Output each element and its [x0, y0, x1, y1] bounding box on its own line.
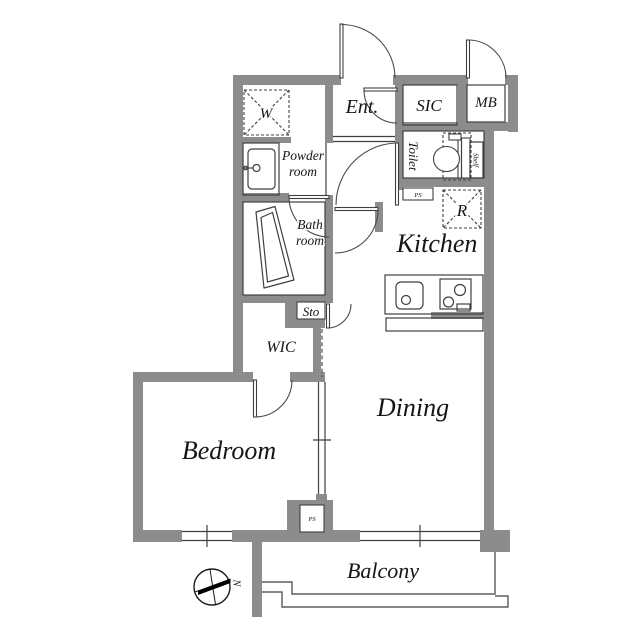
- compass: N: [193, 568, 242, 606]
- label-toilet: Toilet: [406, 141, 421, 171]
- label-dining: Dining: [376, 393, 449, 422]
- label-powder-1: Powder: [281, 148, 325, 163]
- shelf-box: [469, 141, 484, 179]
- compass-needle: [198, 578, 231, 595]
- label-washer: W: [260, 106, 274, 122]
- doors: [252, 23, 507, 418]
- label-bedroom: Bedroom: [182, 436, 276, 465]
- bedroom-door: [252, 379, 293, 418]
- kitchen-counter: [384, 274, 484, 332]
- bath-door: [288, 194, 330, 238]
- label-shelf: Shelf: [472, 153, 480, 168]
- pipe-space-upper: [402, 187, 434, 201]
- bath-room-outline: [242, 201, 326, 296]
- bathtub: [255, 205, 295, 289]
- label-ps-lower: PS: [307, 516, 316, 523]
- label-storage: Sto: [303, 304, 320, 319]
- storage-box: [296, 301, 326, 320]
- labels: Ent. SIC MB Toilet Shelf PS PS R Kitchen…: [182, 95, 497, 583]
- label-sic: SIC: [416, 96, 442, 115]
- meter-box-door: [465, 39, 507, 79]
- fixtures: [242, 89, 484, 332]
- fridge-space: [442, 189, 482, 229]
- label-balcony: Balcony: [347, 558, 419, 583]
- meter-box-room: [466, 84, 506, 123]
- label-powder-2: room: [289, 164, 317, 179]
- label-bath-2: room: [296, 233, 324, 248]
- balcony-edge: [262, 552, 509, 608]
- counter-front: [385, 317, 484, 332]
- toilet-fixture: [432, 132, 472, 181]
- bedroom-window: [182, 525, 232, 547]
- sic-door: [363, 87, 398, 124]
- label-bath-1: Bath: [297, 217, 323, 232]
- stove: [439, 278, 472, 312]
- toilet-door: [335, 142, 400, 206]
- kitchen-sink: [395, 281, 424, 310]
- hall-door: [334, 206, 379, 254]
- washer-space: [243, 89, 290, 136]
- pipe-space-lower: [299, 504, 325, 533]
- label-fridge: R: [456, 201, 468, 220]
- storage-door: [325, 303, 352, 329]
- label-ps-upper: PS: [413, 192, 422, 199]
- sliding-partition: [313, 329, 331, 494]
- sink: [242, 142, 280, 196]
- windows: [182, 525, 480, 547]
- label-wic: WIC: [266, 339, 296, 356]
- north-label: N: [231, 579, 242, 588]
- dining-window: [360, 525, 480, 547]
- label-entrance: Ent.: [345, 96, 379, 118]
- sic-room: [402, 84, 458, 126]
- room-outlines: [242, 84, 506, 533]
- entrance-door: [339, 23, 396, 79]
- label-kitchen: Kitchen: [396, 229, 478, 258]
- label-mb: MB: [474, 95, 497, 111]
